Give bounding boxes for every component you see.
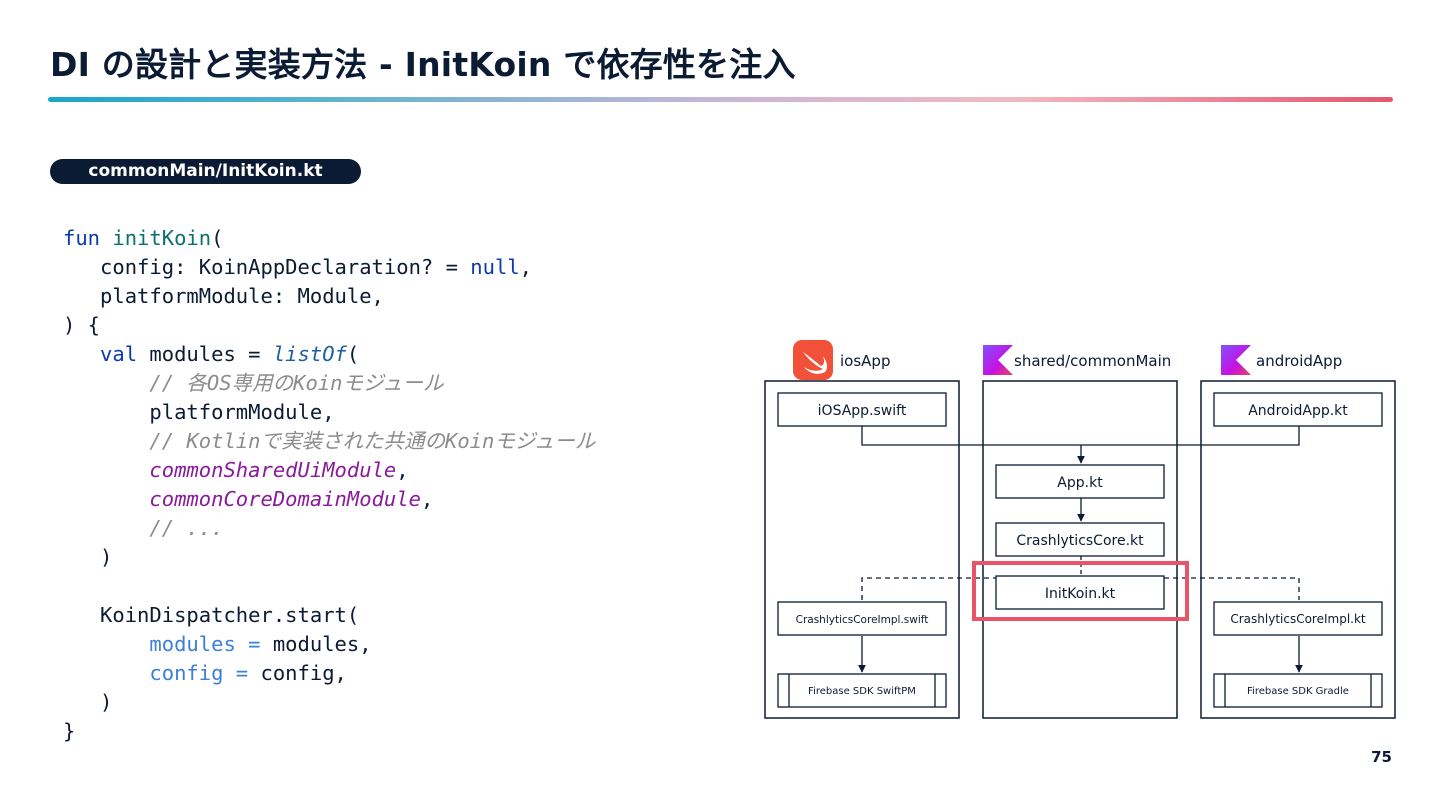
code-token: (: [346, 342, 360, 366]
architecture-diagram: iosApp shared/commonMain androidApp iOSA…: [764, 340, 1396, 719]
box-crashlytics-core: [995, 522, 1165, 557]
code-line-1: fun initKoin(: [63, 224, 595, 253]
code-line-3: platformModule: Module,: [63, 282, 595, 311]
box-ios-app-label: iOSApp.swift: [818, 403, 907, 419]
box-android-impl: [1213, 601, 1383, 636]
code-line-16: config = config,: [63, 659, 595, 688]
dashed-impl-connector: [861, 577, 1300, 600]
module-name: commonSharedUiModule: [149, 458, 397, 482]
code-line-9: commonSharedUiModule,: [63, 456, 595, 485]
code-line-10: commonCoreDomainModule,: [63, 485, 595, 514]
keyword-null: null: [470, 255, 520, 279]
box-init-koin: [995, 575, 1165, 610]
file-label-pill: commonMain/InitKoin.kt: [50, 159, 361, 184]
named-argument: modules =: [149, 632, 261, 656]
box-ios-sdk: [777, 673, 947, 708]
box-app-kt: [995, 464, 1165, 499]
column-header-android: androidApp: [1256, 352, 1342, 370]
keyword-val: val: [100, 342, 138, 366]
swift-logo-icon: [793, 340, 833, 380]
code-token: }: [63, 719, 76, 743]
code-line-7: platformModule,: [63, 398, 595, 427]
android-column-frame: [1200, 380, 1396, 719]
code-token: platformModule: Module,: [100, 284, 384, 308]
box-android-sdk-label: Firebase SDK Gradle: [1247, 686, 1349, 697]
code-block: fun initKoin( config: KoinAppDeclaration…: [63, 224, 595, 746]
code-token: platformModule,: [149, 400, 335, 424]
box-app-kt-label: App.kt: [1057, 475, 1103, 491]
named-argument: config =: [149, 661, 249, 685]
code-line-17: ): [63, 688, 595, 717]
keyword-fun: fun: [63, 226, 101, 250]
code-line-13: [63, 572, 595, 601]
code-comment: // Kotlinで実装された共通のKoinモジュール: [149, 429, 596, 453]
code-comment: // 各OS専用のKoinモジュール: [149, 371, 444, 395]
code-line-12: ): [63, 543, 595, 572]
column-header-ios: iosApp: [840, 352, 890, 370]
box-ios-app: [777, 392, 947, 427]
box-ios-sdk-label: Firebase SDK SwiftPM: [808, 686, 916, 697]
code-line-4: ) {: [63, 311, 595, 340]
code-line-5: val modules = listOf(: [63, 340, 595, 369]
box-crashlytics-core-label: CrashlyticsCore.kt: [1016, 533, 1144, 549]
code-token: config,: [248, 661, 347, 685]
code-token: ): [100, 545, 113, 569]
code-line-11: // ...: [63, 514, 595, 543]
code-token: ,: [519, 255, 533, 279]
code-token: ,: [420, 487, 434, 511]
box-android-impl-label: CrashlyticsCoreImpl.kt: [1230, 612, 1366, 626]
box-android-app-label: AndroidApp.kt: [1248, 403, 1348, 419]
box-ios-impl-label: CrashlyticsCoreImpl.swift: [796, 614, 929, 626]
shared-column-frame: [982, 380, 1178, 719]
highlight-frame: [972, 561, 1189, 621]
entry-connector: [861, 426, 1300, 446]
code-token: KoinDispatcher.start(: [100, 603, 360, 627]
code-line-15: modules = modules,: [63, 630, 595, 659]
column-header-shared: shared/commonMain: [1014, 352, 1171, 370]
code-token: ) {: [63, 313, 101, 337]
code-line-14: KoinDispatcher.start(: [63, 601, 595, 630]
box-android-app: [1213, 392, 1383, 427]
kotlin-logo-icon: [983, 345, 1013, 375]
code-line-6: // 各OS専用のKoinモジュール: [63, 369, 595, 398]
code-line-2: config: KoinAppDeclaration? = null,: [63, 253, 595, 282]
function-name: initKoin: [112, 226, 212, 250]
title-gradient-rule: [48, 97, 1393, 102]
code-token: modules,: [260, 632, 372, 656]
code-token: modules =: [137, 342, 273, 366]
page-number: 75: [1371, 748, 1392, 766]
box-init-koin-label: InitKoin.kt: [1045, 586, 1116, 602]
code-token: ): [100, 690, 113, 714]
function-listof: listOf: [272, 342, 347, 366]
code-line-18: }: [63, 717, 595, 746]
ios-column-frame: [764, 380, 960, 719]
code-comment: // ...: [149, 516, 224, 540]
kotlin-logo-icon: [1221, 345, 1251, 375]
code-token: (: [211, 226, 224, 250]
code-line-8: // Kotlinで実装された共通のKoinモジュール: [63, 427, 595, 456]
box-android-sdk: [1213, 673, 1383, 708]
code-token: config: KoinAppDeclaration? =: [100, 255, 471, 279]
box-ios-impl: [777, 601, 947, 636]
slide-title: DI の設計と実装方法 - InitKoin で依存性を注入: [50, 45, 796, 84]
code-token: ,: [396, 458, 409, 482]
module-name: commonCoreDomainModule: [149, 487, 421, 511]
